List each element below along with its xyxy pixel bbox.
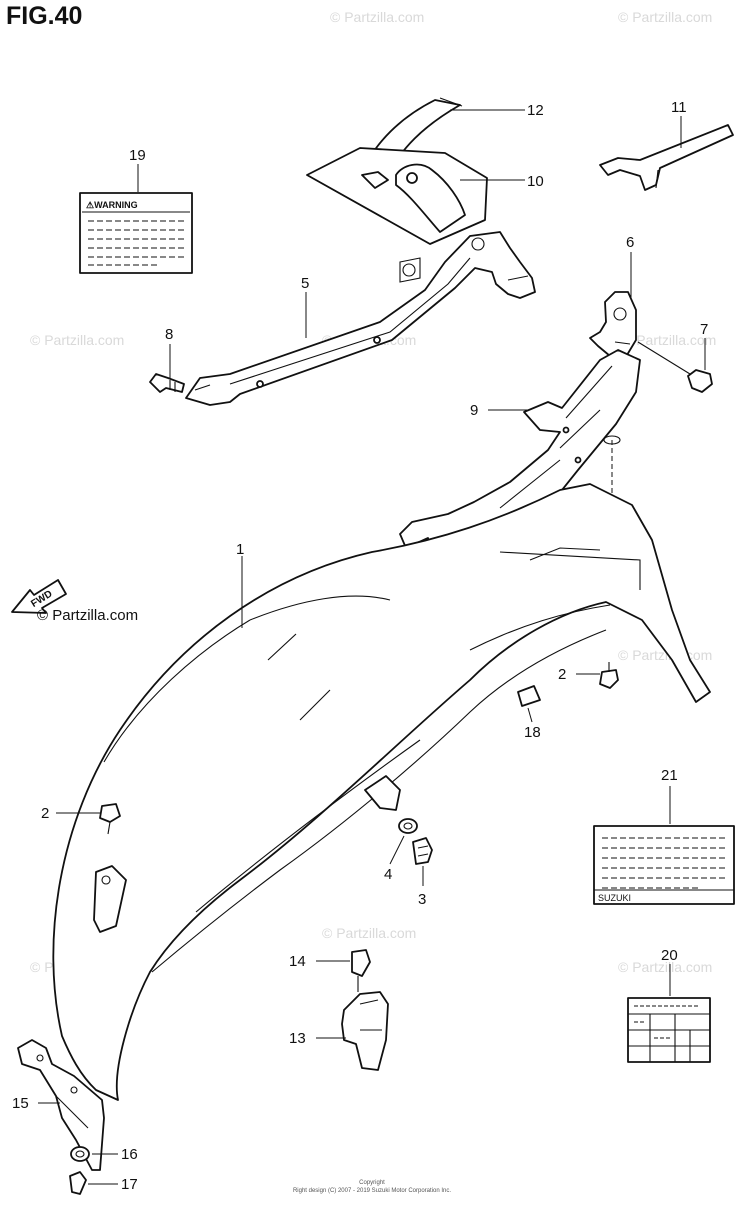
washer-part-4 <box>398 818 418 834</box>
watermark: © Partzilla.com <box>322 925 416 941</box>
callout-8: 8 <box>165 326 173 343</box>
copyright-line-1: Copyright <box>359 1180 385 1186</box>
fwd-arrow-icon: FWD <box>11 579 67 614</box>
bolt-part-7 <box>637 341 713 393</box>
clamp-part-13 <box>341 991 389 1071</box>
callout-18: 18 <box>524 724 541 741</box>
warning-label-part-19: ⚠WARNING <box>79 192 193 274</box>
tool-part-11 <box>599 124 734 191</box>
callout-11: 11 <box>671 99 687 116</box>
callout-16: 16 <box>121 1146 138 1163</box>
callout-21: 21 <box>661 767 678 784</box>
callout-10: 10 <box>527 173 544 190</box>
callout-2: 2 <box>41 805 49 822</box>
figure-title: FIG.40 <box>6 2 83 30</box>
callout-3: 3 <box>418 891 426 908</box>
bolt-part-17 <box>69 1171 87 1195</box>
watermark: © Partzilla.com <box>618 959 712 975</box>
bracket-part-6 <box>589 291 637 361</box>
info-label-brand: SUZUKI <box>598 893 631 903</box>
rear-fender-part-1 <box>52 483 711 1101</box>
callout-17: 17 <box>121 1176 138 1193</box>
watermark: © Partzilla.com <box>330 9 424 25</box>
nut-part-16 <box>70 1146 90 1162</box>
callout-12: 12 <box>527 102 544 119</box>
watermark: © Partzilla.com <box>618 9 712 25</box>
callout-4: 4 <box>384 866 392 883</box>
callout-13: 13 <box>289 1030 306 1047</box>
bracket-part-15 <box>17 1039 105 1171</box>
callout-6: 6 <box>626 234 634 251</box>
bolt-part-2-upper <box>599 662 619 689</box>
callout-7: 7 <box>700 321 708 338</box>
callout-2: 2 <box>558 666 566 683</box>
callout-15: 15 <box>12 1095 29 1112</box>
callouts: 1 2 2 3 4 5 6 7 8 9 10 11 12 13 14 15 16… <box>12 99 708 1193</box>
watermark: © Partzilla.com <box>30 332 124 348</box>
callout-20: 20 <box>661 947 678 964</box>
seat-cover-part-10 <box>306 147 488 245</box>
pad-part-18 <box>517 685 541 707</box>
callout-5: 5 <box>301 275 309 292</box>
partzilla-credit: © Partzilla.com <box>37 607 139 624</box>
info-label-part-21: SUZUKI <box>593 825 735 905</box>
rear-rail-part-5 <box>185 231 536 406</box>
bolt-part-8 <box>149 373 185 393</box>
bolt-part-2-lower <box>99 803 121 835</box>
leader-lines <box>38 109 706 1185</box>
copyright-line-2: Right design (C) 2007 - 2019 Suzuki Moto… <box>293 1188 451 1194</box>
tire-label-part-20 <box>627 997 711 1063</box>
callout-19: 19 <box>129 147 146 164</box>
callout-14: 14 <box>289 953 306 970</box>
callout-1: 1 <box>236 541 244 558</box>
bolt-part-14 <box>351 949 371 992</box>
watermark: © Partzilla.com <box>622 332 716 348</box>
bolt-part-3 <box>412 837 433 865</box>
callout-9: 9 <box>470 402 478 419</box>
warning-header: ⚠WARNING <box>86 200 138 210</box>
